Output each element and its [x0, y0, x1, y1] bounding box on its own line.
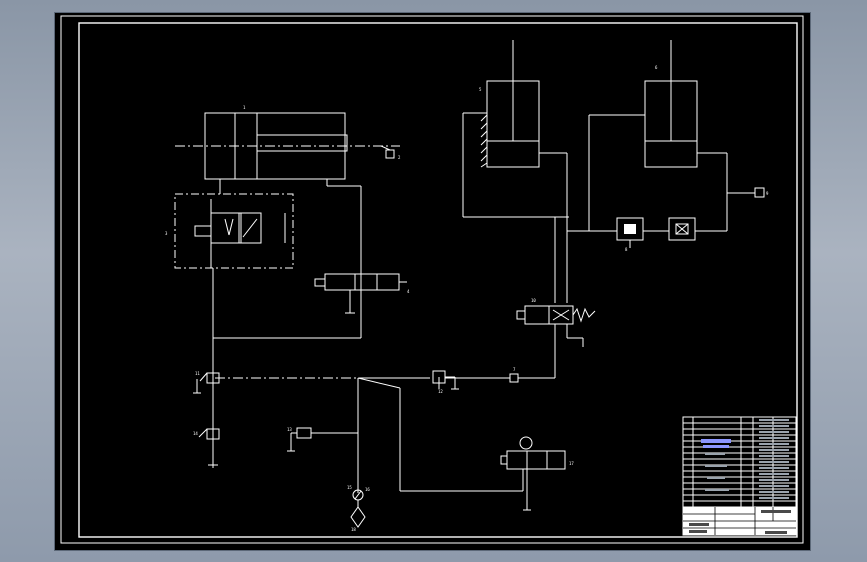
- component-tag-accumulator: 15: [347, 485, 352, 490]
- pressure-reducing-valve[interactable]: [432, 370, 459, 390]
- parts-list-table: [682, 416, 797, 508]
- directional-valve-middle[interactable]: [516, 305, 596, 378]
- servo-valve-assembly[interactable]: [174, 193, 294, 269]
- press-cylinder-left[interactable]: [462, 40, 569, 218]
- filter[interactable]: [350, 500, 366, 528]
- directional-valve-upper[interactable]: [314, 273, 407, 314]
- component-tag-throttle-valve: 13: [287, 427, 292, 432]
- inner-frame: [78, 22, 798, 538]
- component-tag-directional-valve-middle: 10: [531, 298, 536, 303]
- main-title-block: [682, 506, 797, 536]
- relief-valve-lower[interactable]: [198, 428, 220, 466]
- pressure-gauge[interactable]: [754, 187, 765, 198]
- component-tag-directional-valve-lower: 17: [569, 461, 574, 466]
- component-tag-pressure-gauge: 9: [766, 191, 769, 196]
- press-cylinder-right[interactable]: [644, 40, 698, 168]
- component-tag-hydraulic-pump: 16: [365, 487, 370, 492]
- component-tag-filter: 18: [351, 527, 356, 532]
- component-tag-press-cylinder-left: 5: [479, 87, 482, 92]
- component-tag-pressure-reducing-valve: 12: [438, 389, 443, 394]
- position-sensor: [385, 149, 395, 159]
- check-valve[interactable]: [509, 373, 519, 383]
- component-tag-relief-valve-upper: 11: [195, 371, 200, 376]
- throttle-valve[interactable]: [287, 427, 358, 452]
- component-tag-relief-valve-lower: 14: [193, 431, 198, 436]
- component-tag-check-valve: 7: [513, 367, 516, 372]
- outer-frame: [60, 15, 804, 544]
- relief-valve-upper[interactable]: [193, 372, 220, 394]
- component-tag-shuttle-valve: 8: [625, 247, 628, 252]
- actuator-cylinder[interactable]: [175, 112, 400, 180]
- component-tag-servo-valve-assembly: 3: [165, 231, 168, 236]
- directional-valve-lower[interactable]: [500, 436, 566, 511]
- component-tag-position-sensor: 2: [398, 155, 401, 160]
- component-tag-directional-valve-upper: 4: [407, 289, 410, 294]
- check-valve-right[interactable]: [643, 217, 696, 241]
- component-tag-press-cylinder-right: 6: [655, 65, 658, 70]
- shuttle-valve[interactable]: [616, 217, 644, 248]
- component-tag-actuator-cylinder: 1: [243, 105, 246, 110]
